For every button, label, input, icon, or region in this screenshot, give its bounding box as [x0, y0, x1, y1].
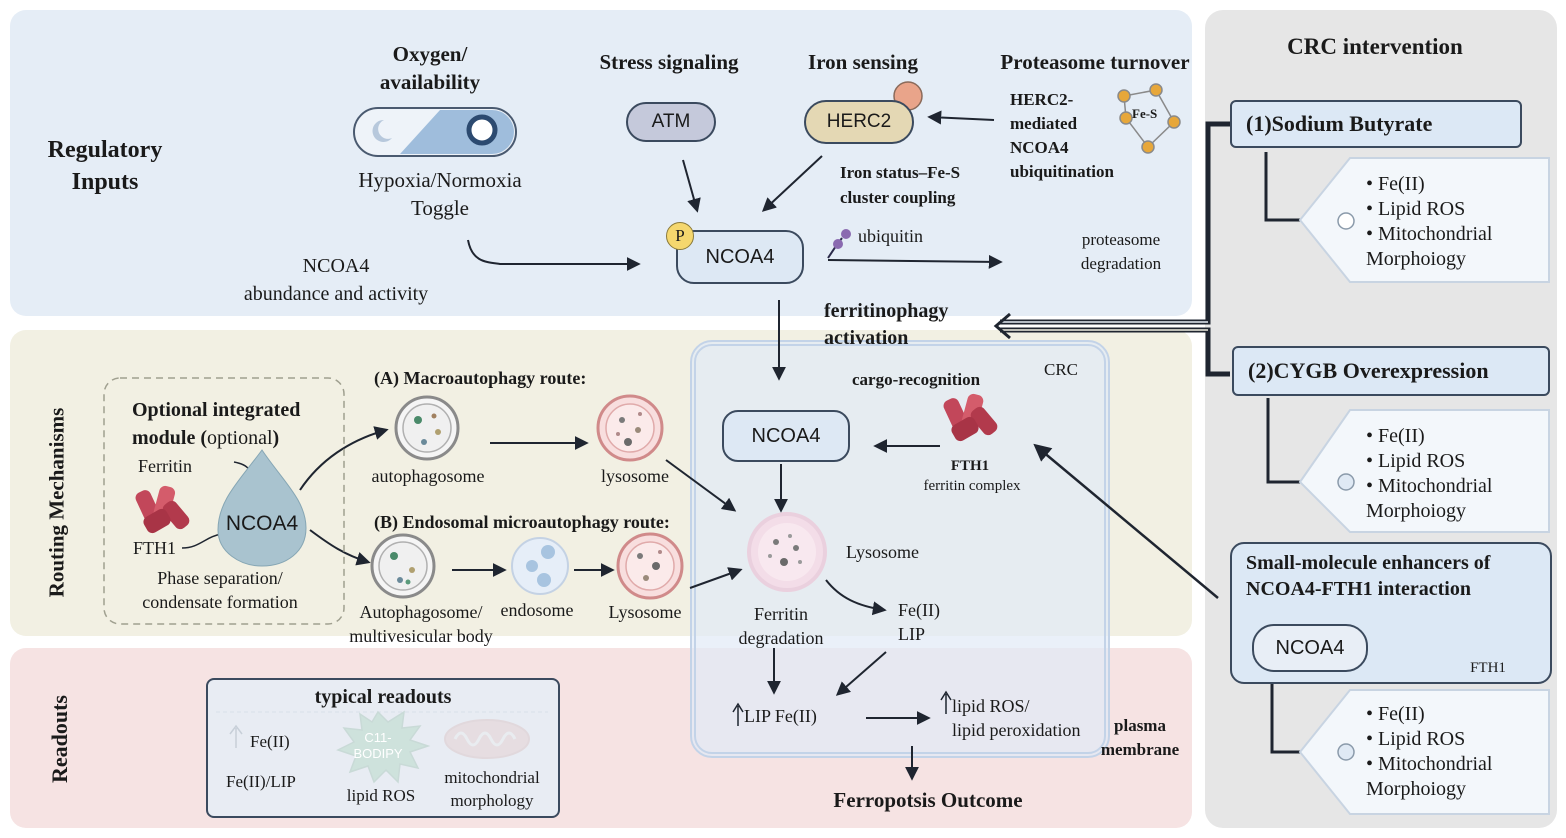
readout-mito: mitochondrial morphology: [444, 768, 540, 810]
fth1-ferritin-icon: [135, 485, 190, 534]
autophagosome-icon: [394, 395, 460, 461]
small-molecule-ncoa4-node: NCOA4: [1252, 624, 1368, 672]
lip-fe-label: LIP Fe(II): [744, 706, 817, 726]
endosome-icon: [511, 537, 569, 595]
ncoa4-abundance-label: NCOA4 abundance and activity: [243, 255, 429, 305]
optional-module-box: [103, 377, 345, 625]
fe-lip-label: Fe(II) LIP: [898, 600, 940, 644]
route-b-label: (B) Endosomal microautophagy route:: [374, 512, 670, 532]
typical-readouts-box: [206, 678, 560, 818]
crc-lysosome-icon: [747, 512, 827, 592]
c11-bodipy-label: C11- BODIPY: [353, 730, 403, 761]
lipid-ros-label: lipid ROS/ lipid peroxidation: [952, 696, 1081, 740]
crc-lysosome-label: Lysosome: [846, 542, 920, 562]
small-molecule-bullets: Fe(II) Lipid ROS Mitochondrial Morphoiog…: [1366, 702, 1492, 802]
cargo-recognition-label: cargo-recognition: [852, 370, 981, 389]
lysosome-b-icon: [616, 532, 684, 600]
lysosome-a-icon: [596, 394, 664, 462]
cygb-overexpression-box: (2)CYGB Overexpression: [1232, 346, 1550, 396]
fth1-ferritin-complex-icon: [943, 393, 998, 442]
fe-s-label: Fe-S: [1132, 106, 1158, 121]
route-a-label: (A) Macroautophagy route:: [374, 368, 587, 388]
fth1-label: FTH1: [133, 538, 177, 558]
crc-ncoa4-node: NCOA4: [722, 410, 850, 462]
cygb-bullets: Fe(II) Lipid ROS Mitochondrial Morphoiog…: [1366, 424, 1492, 524]
ferritinophagy-activation-label: ferritinophagy activation: [824, 300, 949, 349]
readouts-title: Readouts: [47, 695, 72, 784]
autophagosome-label: autophagosome: [371, 466, 485, 486]
ferroptosis-outcome-label: Ferropotsis Outcome: [833, 788, 1023, 812]
lysosome-a-label: lysosome: [600, 466, 669, 486]
ferritin-complex-label: ferritin complex: [923, 478, 1021, 494]
ncoa4-droplet-label: NCOA4: [225, 512, 299, 535]
proteasome-degradation-label: proteasome degradation: [1080, 230, 1162, 273]
iron-status-label: Iron status–Fe-S cluster coupling: [840, 163, 961, 207]
small-molecule-fth1-label: FTH1: [1470, 660, 1506, 676]
readout-fe2: Fe(II): [250, 732, 290, 751]
ncoa4-center-node: NCOA4: [676, 230, 804, 284]
phospho-badge: P: [666, 222, 694, 250]
phase-separation-label: Phase separation/ condensate formation: [142, 568, 298, 612]
proteasome-turnover-title: Proteasome turnover: [1000, 50, 1190, 74]
crc-intervention-title: CRC intervention: [1287, 34, 1463, 59]
lysosome-b-label: Lysosome: [608, 602, 682, 622]
ubiquitin-icon: [827, 229, 851, 259]
regulatory-inputs-title: Regulatory Inputs: [47, 137, 163, 195]
optional-module-title: Optional integrated module (optional): [132, 399, 301, 449]
crc-label: CRC: [1044, 360, 1079, 379]
ncoa4-droplet-icon: [217, 449, 307, 567]
typical-readouts-title: typical readouts: [314, 686, 452, 708]
atm-node: ATM: [626, 102, 716, 142]
small-molecule-title: Small-molecule enhancers of NCOA4-FTH1 i…: [1246, 552, 1491, 600]
stress-signaling-title: Stress signaling: [599, 50, 739, 74]
crc-fth1-label: FTH1: [950, 458, 990, 474]
hypoxia-toggle-icon: [353, 107, 517, 157]
fe-s-cluster-icon: [1117, 83, 1181, 154]
herc2-mediated-label: HERC2- mediated NCOA4 ubiquitination: [1010, 90, 1114, 181]
autophagosome-mvb-label: Autophagosome/ multivesicular body: [349, 602, 493, 646]
herc2-node: HERC2: [804, 100, 914, 144]
readout-lipid-ros: lipid ROS: [346, 786, 416, 805]
oxygen-title: Oxygen/ availability: [379, 42, 481, 94]
ferritin-label: Ferritin: [138, 456, 192, 476]
plasma-membrane-label: plasma membrane: [1100, 716, 1180, 759]
iron-sensing-title: Iron sensing: [808, 50, 918, 74]
endosome-label: endosome: [500, 600, 574, 620]
autophagosome-mvb-icon: [370, 533, 436, 599]
routing-mechanisms-title: Routing Mechanisms: [44, 407, 69, 598]
sodium-butyrate-box: (1)Sodium Butyrate: [1230, 100, 1522, 148]
ubiquitin-label: ubiquitin: [858, 226, 924, 246]
sodium-butyrate-bullets: Fe(II) Lipid ROS Mitochondrial Morphoiog…: [1366, 172, 1492, 272]
toggle-label: Hypoxia/Normoxia Toggle: [358, 168, 522, 220]
readout-fe-lip: Fe(II)/LIP: [226, 772, 296, 791]
ferritin-degradation-label: Ferritin degradation: [738, 604, 824, 648]
